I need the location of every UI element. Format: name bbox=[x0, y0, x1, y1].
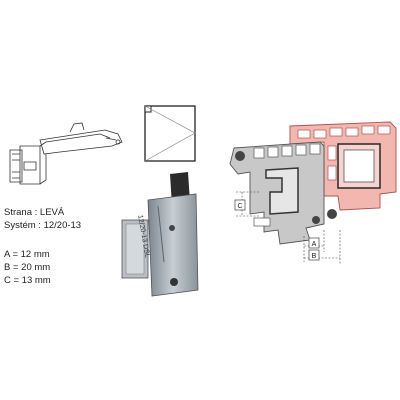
profile-cross-section-icon: C A B bbox=[229, 121, 397, 264]
dimension-b: B = 20 mm bbox=[4, 262, 51, 273]
dimension-label-b: B bbox=[312, 253, 317, 260]
dimension-a: A = 12 mm bbox=[4, 249, 50, 260]
dimension-label-a: A bbox=[312, 241, 317, 248]
left-opening-window-icon bbox=[144, 105, 196, 162]
dimension-label-c: C bbox=[237, 203, 242, 210]
dimension-c: C = 13 mm bbox=[4, 275, 51, 286]
hinge-photo-icon bbox=[121, 172, 199, 297]
side-label: Strana : LEVÁ bbox=[4, 207, 65, 218]
system-label: Systém : 12/20-13 bbox=[4, 220, 82, 231]
hinge-line-drawing-icon bbox=[9, 122, 123, 185]
